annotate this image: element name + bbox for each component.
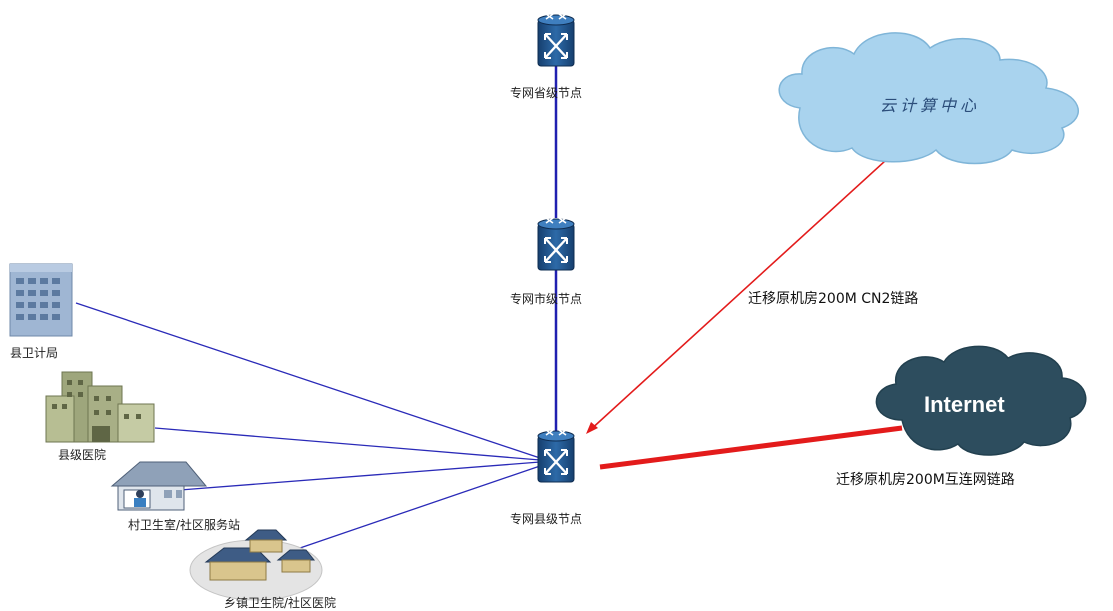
link-village-clinic — [179, 461, 541, 491]
link-county-hospital — [154, 427, 541, 461]
cn2-link — [587, 139, 909, 433]
cn2-arrow — [586, 422, 598, 434]
town-hospital-label: 乡镇卫生院/社区医院 — [224, 596, 337, 610]
internet-cloud-icon — [875, 345, 1087, 456]
link-health-bureau — [75, 302, 541, 459]
county-router-icon — [536, 428, 576, 484]
internet-link — [599, 425, 903, 470]
internet-link-label: 迁移原机房200M互连网链路 — [836, 472, 1015, 488]
county-hospital-label: 县级医院 — [58, 448, 107, 462]
city-node-label: 专网市级节点 — [510, 292, 583, 306]
health-bureau-label: 县卫计局 — [10, 346, 59, 360]
county-hospital-building-icon — [45, 371, 155, 443]
town-hospital-icon — [189, 529, 323, 601]
province-node-label: 专网省级节点 — [510, 86, 583, 100]
county-node-label: 专网县级节点 — [510, 512, 583, 526]
village-clinic-label: 村卫生室/社区服务站 — [128, 518, 241, 532]
link-town-hospital — [299, 465, 541, 549]
health-bureau-building-icon — [9, 263, 73, 337]
cloud-center-label: 云计算中心 — [880, 96, 981, 115]
village-clinic-house-icon — [110, 461, 208, 511]
province-router-icon — [536, 12, 576, 68]
internet-label: Internet — [924, 392, 1005, 417]
city-router-icon — [536, 216, 576, 272]
cloud-icon — [778, 32, 1079, 165]
cn2-link-label: 迁移原机房200M CN2链路 — [748, 291, 919, 307]
